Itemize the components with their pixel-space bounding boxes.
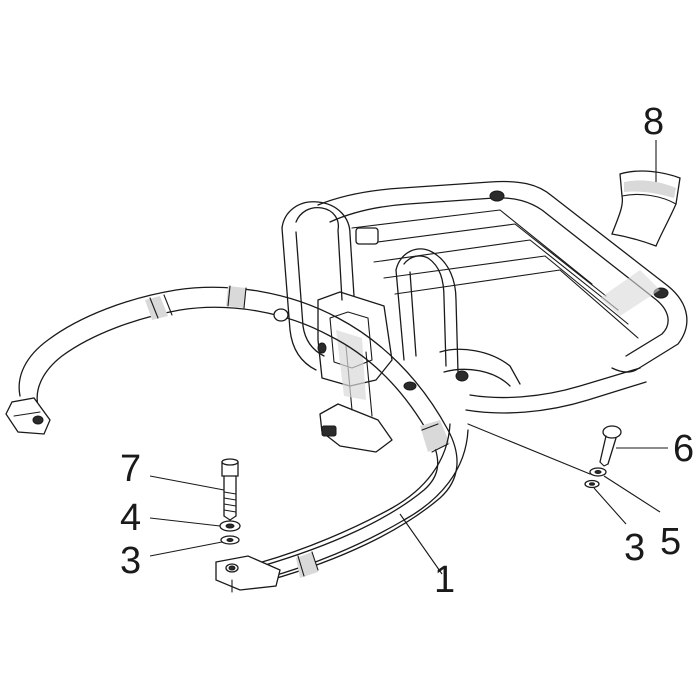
rear-rack [5, 180, 688, 593]
leader-5 [603, 475, 661, 513]
callout-6: 6 [673, 428, 694, 470]
rack-platform [317, 180, 688, 414]
callout-1: 1 [434, 559, 455, 601]
callout-3-left: 3 [120, 540, 141, 582]
rack-upright-frame [281, 201, 459, 391]
leader-7 [149, 475, 225, 491]
hardware-stack-left [219, 458, 241, 545]
rack-mounting-bracket [317, 291, 521, 453]
callout-4: 4 [120, 497, 141, 539]
callout-5: 5 [660, 521, 681, 563]
leader-3-right [593, 487, 627, 525]
leader-lines [149, 140, 668, 575]
leader-4 [149, 517, 221, 527]
leader-1 [399, 513, 443, 575]
callout-7: 7 [120, 448, 141, 490]
rack-side-arm-left [5, 285, 458, 581]
leader-3-left [149, 541, 223, 557]
hardware-stack-right [467, 423, 622, 489]
tube-sleeve-part-8 [611, 170, 681, 247]
callout-8: 8 [643, 101, 664, 143]
rack-side-arm-right [215, 423, 469, 593]
callout-labels: 8 6 5 3 7 4 3 1 [120, 101, 694, 601]
callout-3-right: 3 [624, 527, 645, 569]
